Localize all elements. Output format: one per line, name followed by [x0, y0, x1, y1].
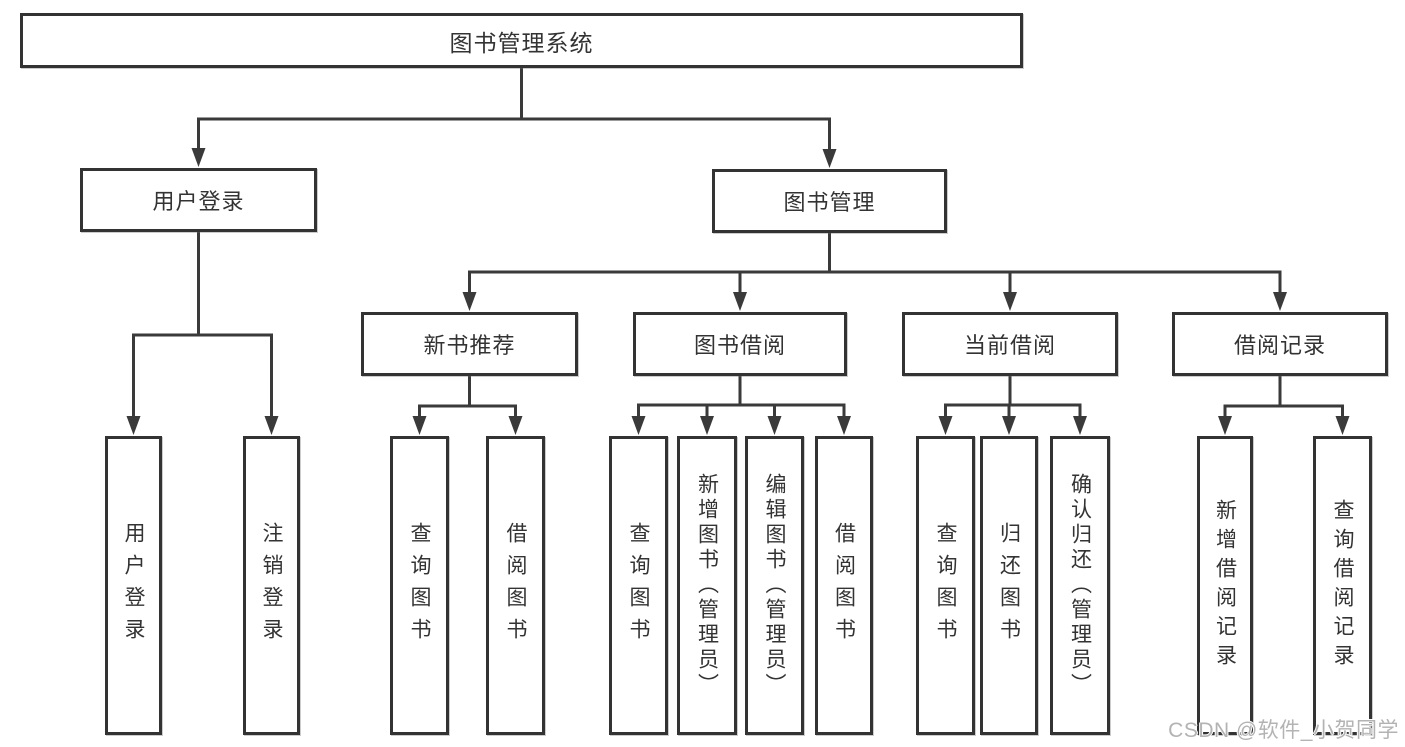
node-book-borrow-label: 图书借阅: [693, 333, 786, 358]
leaf-borrow-borrow-book: 借阅图书: [815, 436, 873, 735]
node-new-book-recommend: 新书推荐: [361, 312, 578, 376]
leaf-logout: 注销登录: [243, 436, 300, 735]
watermark: CSDN @软件_小贺同学: [1168, 719, 1399, 742]
leaf-borrow-query-book: 查询图书: [609, 436, 668, 735]
leaf-current-return-book: 归还图书: [980, 436, 1038, 735]
leaf-newbook-borrow-book: 借阅图书: [486, 436, 545, 735]
node-user-login: 用户登录: [80, 168, 317, 232]
node-borrow-record: 借阅记录: [1172, 312, 1388, 376]
node-book-borrow: 图书借阅: [633, 312, 847, 376]
node-user-login-label: 用户登录: [152, 189, 245, 214]
leaf-current-query-book: 查询图书: [916, 436, 975, 735]
leaf-borrow-add-book-admin: 新增图书（管理员）: [677, 436, 737, 735]
leaf-borrow-edit-book-admin: 编辑图书（管理员）: [745, 436, 804, 735]
node-borrow-record-label: 借阅记录: [1233, 333, 1326, 358]
node-current-borrow-label: 当前借阅: [963, 333, 1056, 358]
node-book-management: 图书管理: [712, 169, 947, 233]
node-book-management-label: 图书管理: [783, 190, 876, 215]
node-current-borrow: 当前借阅: [902, 312, 1118, 376]
leaf-record-add-borrow-record: 新增借阅记录: [1197, 436, 1253, 735]
node-new-book-recommend-label: 新书推荐: [423, 333, 516, 358]
node-root-label: 图书管理系统: [449, 29, 594, 56]
node-root: 图书管理系统: [20, 13, 1023, 68]
leaf-current-confirm-return-admin: 确认归还（管理员）: [1050, 436, 1110, 735]
leaf-user-login: 用户登录: [105, 436, 162, 735]
leaf-record-query-borrow-record: 查询借阅记录: [1313, 436, 1372, 735]
leaf-newbook-query-book: 查询图书: [390, 436, 449, 735]
